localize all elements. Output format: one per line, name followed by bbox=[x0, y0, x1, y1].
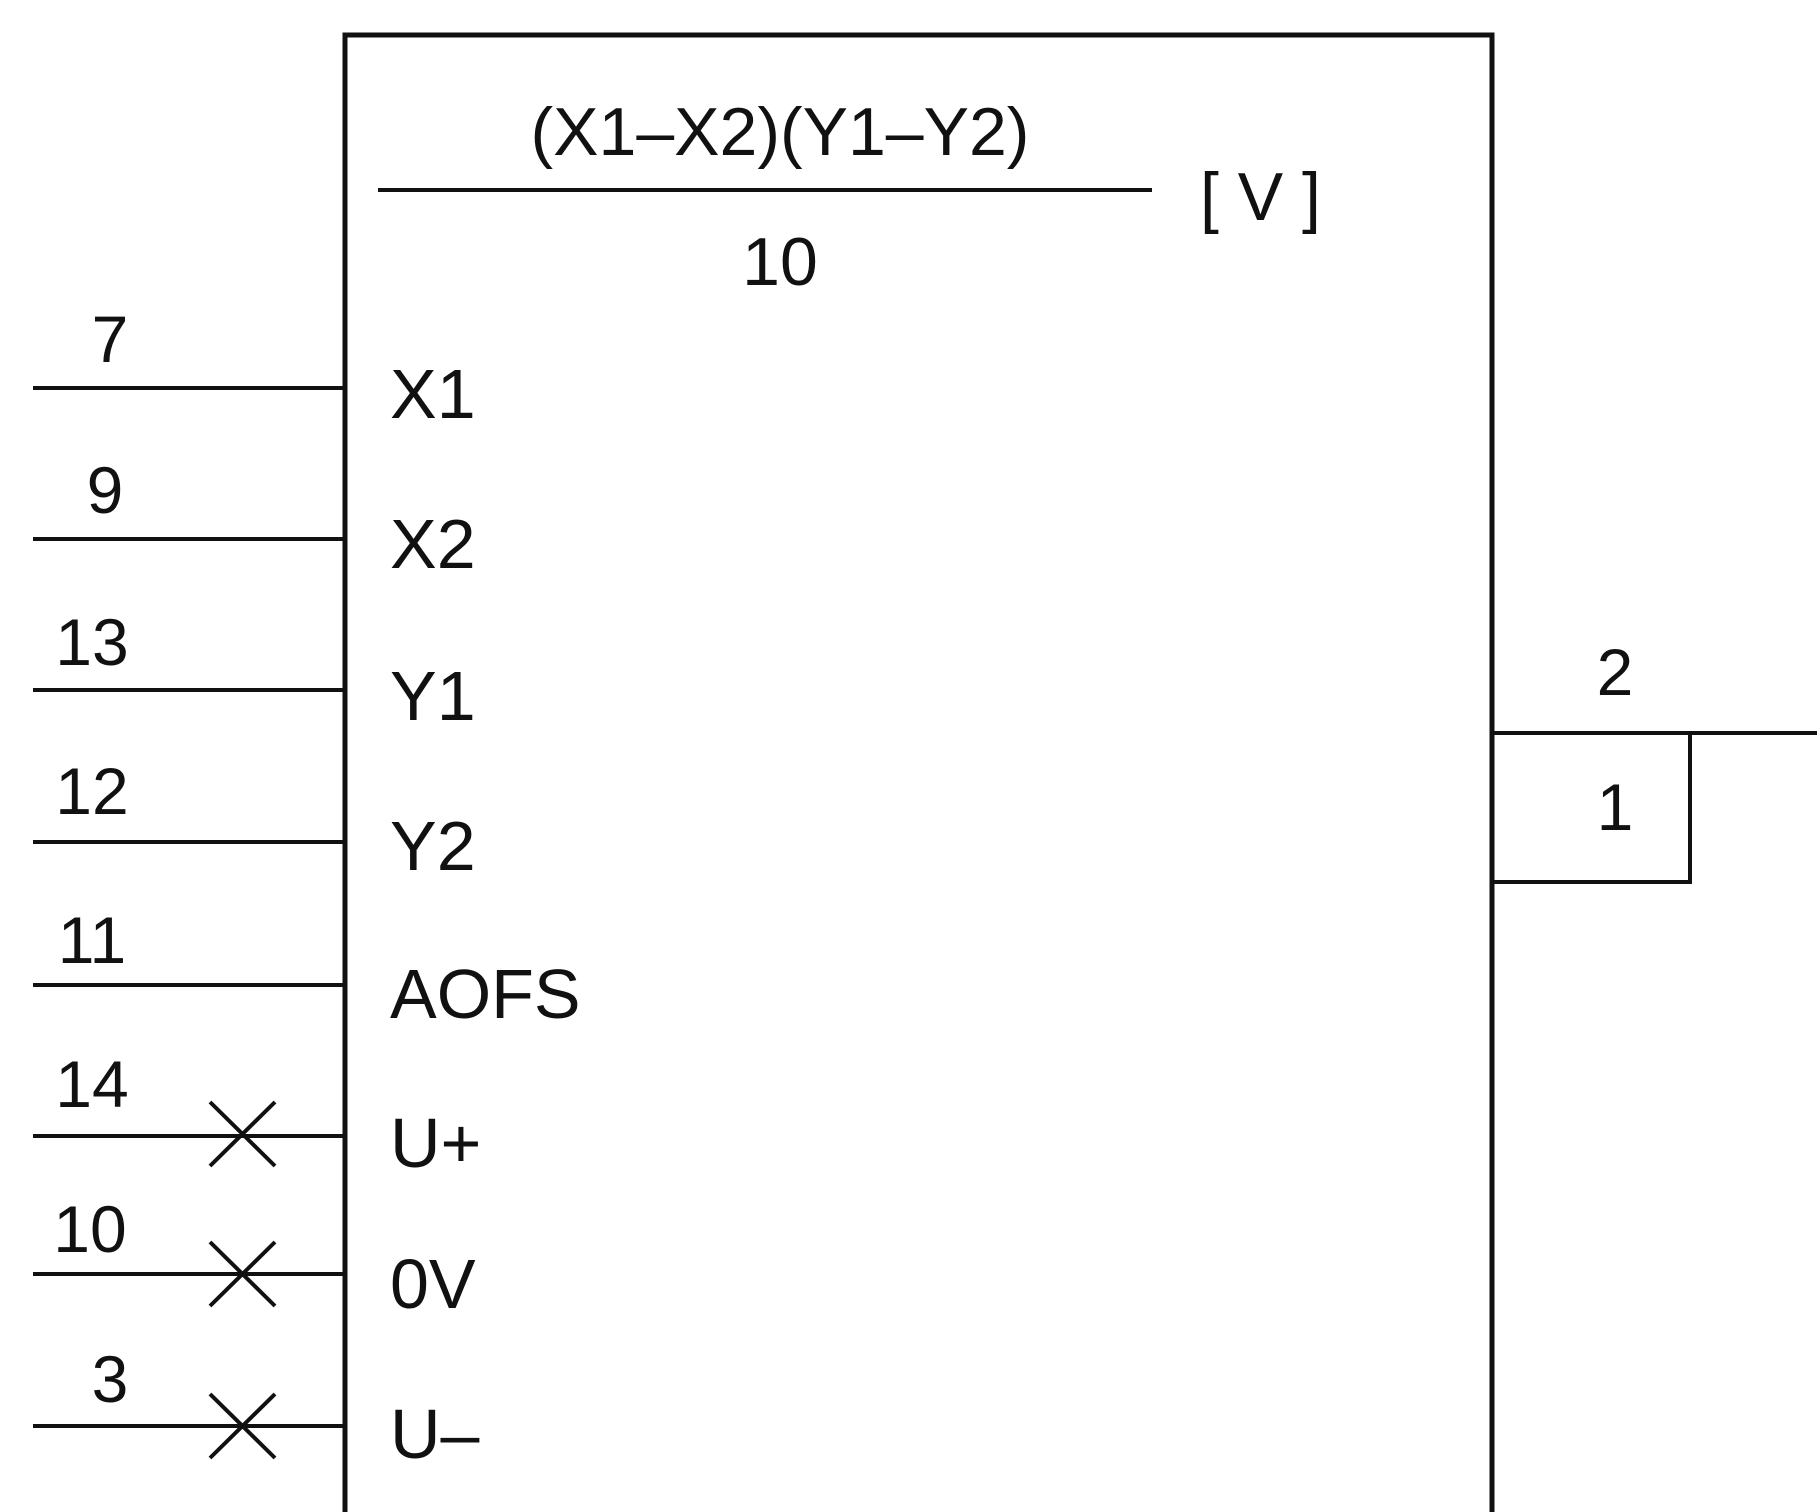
input-pin: 13 Y1 bbox=[33, 605, 476, 735]
pin-number: 11 bbox=[58, 903, 127, 977]
formula-denominator: 10 bbox=[742, 224, 818, 300]
pin-label: X1 bbox=[390, 355, 476, 433]
no-connect-mark bbox=[208, 1100, 277, 1168]
input-pin: 11 AOFS bbox=[33, 903, 581, 1033]
pin-label: U– bbox=[390, 1395, 480, 1473]
output-pin-number: 2 bbox=[1597, 635, 1634, 709]
output-label-box bbox=[1490, 731, 1692, 884]
formula-numerator: (X1–X2)(Y1–Y2) bbox=[531, 94, 1030, 170]
block-outline bbox=[342, 32, 1495, 1512]
input-pin: 7 X1 bbox=[33, 302, 476, 433]
pin-number: 3 bbox=[92, 1342, 129, 1416]
pin-label: Y2 bbox=[390, 807, 476, 885]
input-pin: 14 U+ bbox=[33, 1047, 481, 1182]
pin-label: AOFS bbox=[390, 955, 581, 1033]
input-pins: 7 X1 9 X2 13 Y1 12 Y2 11 AOFS 14 bbox=[33, 302, 581, 1473]
input-pin: 12 Y2 bbox=[33, 754, 476, 885]
output-label: 1 bbox=[1597, 770, 1634, 844]
pin-number: 13 bbox=[55, 605, 128, 679]
input-pin: 9 X2 bbox=[33, 453, 476, 583]
no-connect-mark bbox=[208, 1240, 277, 1308]
input-pin: 10 0V bbox=[33, 1192, 476, 1323]
pin-number: 12 bbox=[55, 754, 128, 828]
no-connect-mark bbox=[208, 1392, 277, 1460]
pin-label: X2 bbox=[390, 505, 476, 583]
input-pin: 3 U– bbox=[33, 1342, 480, 1473]
pin-number: 7 bbox=[92, 302, 129, 376]
pin-number: 9 bbox=[87, 453, 124, 527]
pin-label: U+ bbox=[390, 1104, 481, 1182]
pin-number: 14 bbox=[55, 1047, 128, 1121]
output-pin: 2 1 bbox=[1490, 635, 1817, 884]
pin-label: Y1 bbox=[390, 657, 476, 735]
formula-unit: [ V ] bbox=[1200, 159, 1321, 235]
pin-number: 10 bbox=[53, 1192, 126, 1266]
pin-label: 0V bbox=[390, 1245, 476, 1323]
